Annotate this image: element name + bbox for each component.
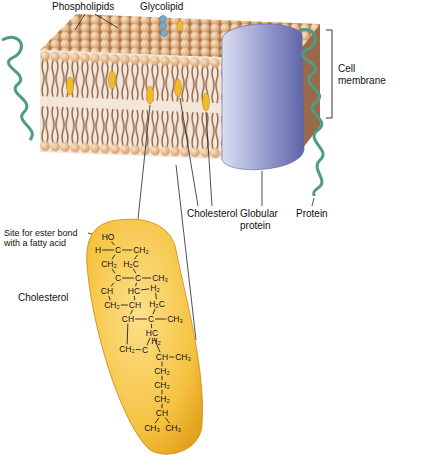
cholesterol-shape xyxy=(203,93,210,111)
leader-line xyxy=(206,112,212,206)
bond-line xyxy=(102,250,114,251)
bond-line xyxy=(165,418,169,424)
atom-label: HO xyxy=(102,233,115,242)
atom-label: CH₂ xyxy=(133,246,149,255)
bond-line xyxy=(130,310,132,315)
bond-line xyxy=(127,324,129,345)
membrane-cholesterol xyxy=(67,21,210,111)
part-label: Cholesterol xyxy=(187,208,238,220)
part-label: Glycolipid xyxy=(140,1,183,13)
atom-label: H₂C xyxy=(149,300,165,309)
part-label: Protein xyxy=(296,208,328,220)
atom-label: HC xyxy=(128,287,140,296)
bond-line xyxy=(134,296,135,301)
atom-label: C xyxy=(148,315,154,324)
bond-line xyxy=(133,269,135,274)
bond-line xyxy=(111,283,114,287)
bond-line xyxy=(155,319,166,320)
ribbon-protein xyxy=(2,37,32,140)
leader-line xyxy=(262,171,263,206)
atom-label: C xyxy=(135,274,141,283)
cholesterol-shape xyxy=(67,77,74,95)
atom-label: CH xyxy=(129,301,141,310)
bond-line xyxy=(155,293,157,300)
atom-label: H₂ xyxy=(150,284,159,293)
part-label: Site for ester bond with a fatty acid xyxy=(4,228,86,249)
atom-label: CH₂ xyxy=(104,301,120,310)
bond-line xyxy=(135,283,136,287)
bond-line xyxy=(134,255,137,260)
glycolipid-chain xyxy=(160,16,168,37)
bond-line xyxy=(109,296,111,301)
atom-label: CH₂ xyxy=(119,345,135,354)
bond-line xyxy=(121,305,128,306)
bond-line xyxy=(112,242,115,246)
bond-line xyxy=(162,362,163,367)
atom-label: CH₂ xyxy=(154,381,170,390)
part-label: Globular protein xyxy=(240,208,290,231)
atom-label: C xyxy=(115,246,121,255)
cholesterol-shape xyxy=(177,21,183,31)
bond-line xyxy=(135,319,147,320)
atom-label: CH₃ xyxy=(175,353,191,362)
bond-line xyxy=(151,324,152,329)
leader-line xyxy=(138,105,150,219)
atom-label: CH₂ xyxy=(101,260,117,269)
sugar-bead xyxy=(160,23,167,30)
membrane-bracket xyxy=(326,30,332,118)
atom-label: CH₃ xyxy=(144,424,160,433)
leader-line xyxy=(75,14,85,30)
cholesterol-shape xyxy=(175,79,182,97)
atom-label: CH₃ xyxy=(152,274,168,283)
sugar-bead xyxy=(161,30,168,37)
bond-line xyxy=(112,255,115,260)
bond-line xyxy=(122,250,132,251)
atom-label: H xyxy=(95,246,101,255)
atom-label: H₂C xyxy=(123,260,139,269)
part-label: Cholesterol xyxy=(18,292,69,304)
leader-line xyxy=(95,14,118,28)
atom-label: C xyxy=(142,346,148,355)
bond-line xyxy=(142,278,151,279)
cholesterol-molecule xyxy=(87,219,203,454)
bond-line xyxy=(153,309,155,315)
leader-lines xyxy=(75,14,314,340)
bond-line xyxy=(141,289,149,290)
atom-label: CH₃ xyxy=(165,424,181,433)
atom-label: CH₃ xyxy=(167,315,183,324)
atom-label: CH xyxy=(156,353,168,362)
bond-line xyxy=(122,278,134,279)
atom-label: CH xyxy=(101,287,113,296)
atom-label: CH₂ xyxy=(154,395,170,404)
atom-label: CH xyxy=(156,409,168,418)
atom-label: C xyxy=(115,274,121,283)
cholesterol-shape xyxy=(147,86,154,104)
bond-line xyxy=(147,338,150,346)
leader-line xyxy=(312,198,314,206)
bond-line xyxy=(162,390,163,395)
atom-label: CH xyxy=(122,315,134,324)
ribbon-protein xyxy=(300,29,323,196)
bond-line xyxy=(136,349,141,350)
part-label: Cell membrane xyxy=(338,63,394,86)
sugar-bead xyxy=(160,16,167,23)
bond-line xyxy=(112,269,115,274)
bond-line xyxy=(169,357,174,358)
bond-line xyxy=(155,418,159,424)
atom-label: H₂ xyxy=(151,337,160,346)
part-label: Phospholipids xyxy=(52,1,114,13)
cholesterol-shape xyxy=(109,71,116,89)
globular-protein xyxy=(222,24,304,170)
leader-line xyxy=(180,98,198,206)
bond-line xyxy=(162,376,163,381)
bond-line xyxy=(162,404,163,409)
atom-label: CH₂ xyxy=(154,367,170,376)
